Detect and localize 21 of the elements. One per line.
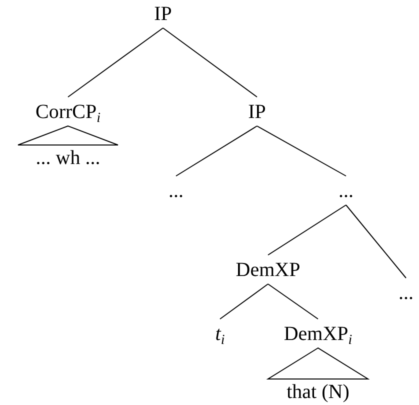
tree-node-label: DemXP$_{i}$ (284, 324, 352, 344)
tree-node-label: DemXP (236, 260, 300, 280)
tree-node-label: IP (154, 4, 172, 24)
tree-node-label: ... (398, 283, 414, 303)
tree-triangle (18, 125, 118, 146)
tree-node-label: t$_{i}$ (215, 324, 225, 344)
tree-node-label: CorrCP$_{i}$ (36, 102, 100, 122)
tree-node-label: ... (338, 181, 354, 201)
tree-node-label: ... (168, 181, 184, 201)
tree-node-label: IP (248, 102, 266, 122)
tree-branch (162, 28, 258, 98)
tree-triangle (266, 347, 370, 380)
tree-node-label: ... wh ... (36, 148, 100, 168)
tree-branch (268, 284, 318, 320)
tree-node-label: that (N) (286, 382, 350, 402)
tree-branch (176, 126, 258, 176)
tree-branch (268, 204, 346, 256)
tree-branch (346, 204, 406, 278)
tree-branch (256, 126, 346, 176)
tree-branch (220, 284, 268, 320)
tree-branch (68, 28, 164, 98)
